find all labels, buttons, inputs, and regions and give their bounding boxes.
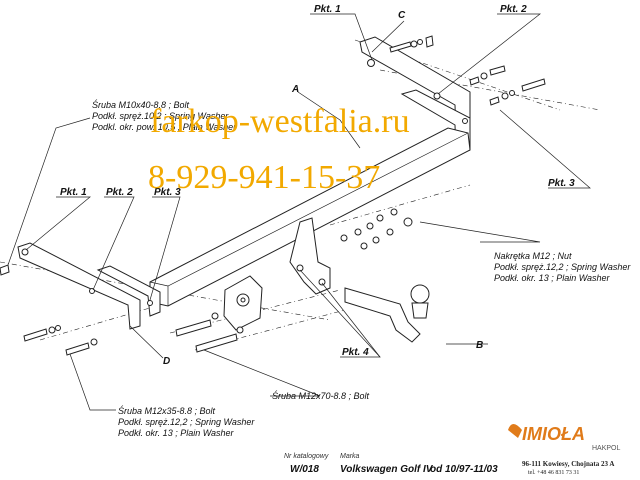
phone: tel. +48 46 831 73 31 (528, 470, 579, 476)
address: 96-111 Kowiesy, Chojnata 23 A (522, 460, 614, 468)
note-bolt-m10-line1: Śruba M10x40-8.8 ; Bolt (92, 99, 190, 110)
label-pkt1-top: Pkt. 1 (314, 4, 341, 15)
label-d: D (163, 356, 170, 367)
hardware (0, 35, 546, 356)
bracket-c (359, 36, 471, 156)
catalog-number: W/018 (290, 464, 319, 475)
footer: Nr katalogowy W/018 Marka Volkswagen Gol… (284, 453, 498, 475)
note-bolt-m10: Śruba M10x40-8.8 ; Bolt Podkł. spręż.10,… (92, 99, 237, 132)
note-nut-line2: Podkł. spręż.12,2 ; Spring Washer (494, 262, 631, 272)
note-nut-m12: Nakrętka M12 ; Nut Podkł. spręż.12,2 ; S… (494, 251, 631, 283)
label-pkt3-left: Pkt. 3 (154, 187, 181, 198)
label-pkt4: Pkt. 4 (342, 347, 369, 358)
label-pkt2-top: Pkt. 2 (500, 4, 527, 15)
hakpol-logo: IMIOŁA HAKPOL 96-111 Kowiesy, Chojnata 2… (508, 424, 621, 476)
production-dates: od 10/97-11/03 (430, 464, 498, 475)
tow-ball (344, 284, 430, 343)
watermark-phone: 8-929-941-15-37 (148, 159, 380, 196)
note-nut-line1: Nakrętka M12 ; Nut (494, 251, 572, 261)
note-bolt-m10-line2: Podkł. spręż.10,2 ; Spring Washer (92, 111, 229, 121)
vehicle-model: Volkswagen Golf IV (340, 464, 434, 475)
label-b: B (476, 340, 483, 351)
logo-text: IMIOŁA (522, 424, 585, 444)
note-bolt-m12x35: Śruba M12x35-8.8 ; Bolt Podkł. spręż.12,… (118, 405, 255, 438)
label-pkt1-left: Pkt. 1 (60, 187, 87, 198)
note-m12x35-line1: Śruba M12x35-8.8 ; Bolt (118, 405, 216, 416)
label-pkt2-left: Pkt. 2 (106, 187, 133, 198)
note-m12x35-line3: Podkł. okr. 13 ; Plain Washer (118, 428, 235, 438)
center-mount (289, 217, 331, 295)
logo-sub: HAKPOL (592, 445, 621, 452)
watermark-site: farkop-westfalia.ru (150, 103, 410, 140)
catalog-caption: Nr katalogowy (284, 453, 329, 460)
socket-plate (223, 275, 263, 331)
part-labels: Pkt. 1 Pkt. 2 Pkt. 3 Pkt. 1 Pkt. 2 Pkt. … (60, 4, 575, 367)
note-bolt-m12x70: Śruba M12x70-8.8 ; Bolt (272, 390, 370, 401)
leader-lines (7, 13, 591, 411)
label-c: C (398, 10, 406, 21)
brand-caption: Marka (340, 453, 360, 460)
note-m12x35-line2: Podkł. spręż.12,2 ; Spring Washer (118, 417, 255, 427)
note-nut-line3: Podkł. okr. 13 ; Plain Washer (494, 273, 611, 283)
label-pkt3-right: Pkt. 3 (548, 178, 575, 189)
logo-mark (508, 424, 522, 438)
label-a: A (291, 84, 299, 95)
note-bolt-m10-line3: Podkl. okr. pow. 10,5 ; Plain Washer (92, 122, 237, 132)
bracket-d (17, 242, 161, 330)
